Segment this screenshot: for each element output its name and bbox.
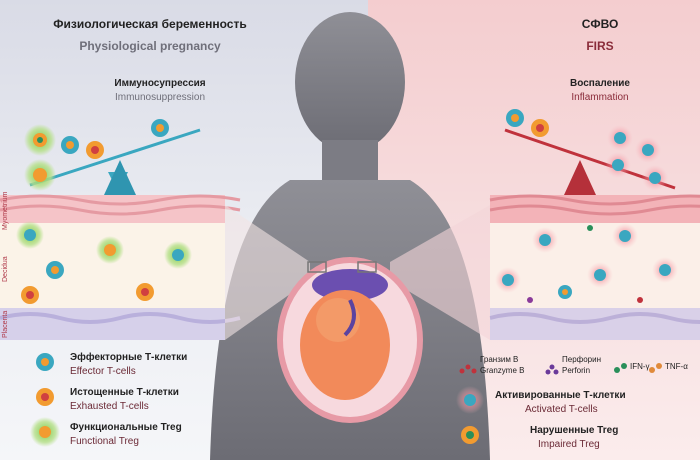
- right-title-en: FIRS: [586, 39, 614, 53]
- legend-impaired-en: Impaired Treg: [538, 439, 600, 450]
- zoom-beam-left: [225, 205, 310, 340]
- right-legend-icons: [456, 363, 662, 444]
- zoom-beam-right: [390, 205, 490, 340]
- right-cells: [495, 109, 678, 303]
- legend-effector-ru: Эффекторные Т-клетки: [70, 352, 188, 363]
- left-subtitle-ru: Иммуносупрессия: [114, 78, 206, 89]
- legend-exhausted-ru: Истощенные Т-клетки: [70, 387, 179, 398]
- legend-treg-en: Functional Treg: [70, 436, 139, 447]
- right-subtitle-en: Inflammation: [571, 92, 629, 103]
- legend-granzyme-en: Granzyme B: [480, 366, 525, 375]
- legend-granzyme-ru: Гранзим В: [480, 355, 519, 364]
- right-subtitle-ru: Воспаление: [570, 78, 630, 89]
- legend-effector-en: Effector T-cells: [70, 366, 136, 377]
- legend-perforin-ru: Перфорин: [562, 355, 602, 364]
- tissue-label-decidua: Decidua: [2, 256, 9, 282]
- legend-treg-ru: Функциональные Treg: [70, 422, 182, 433]
- legend-activated-ru: Активированные Т-клетки: [495, 390, 626, 401]
- legend-perforin-en: Perforin: [562, 366, 591, 375]
- tissue-label-myometrium: Myometrium: [2, 191, 9, 230]
- left-legend-icons: [30, 353, 60, 447]
- left-tissue: [0, 194, 241, 340]
- legend-exhausted-en: Exhausted T-cells: [70, 401, 149, 412]
- left-title-ru: Физиологическая беременность: [53, 17, 247, 31]
- left-subtitle-en: Immunosuppression: [114, 92, 206, 103]
- uterus: [277, 257, 423, 423]
- legend-activated-en: Activated T-cells: [525, 404, 598, 415]
- legend-tnf: TNF-α: [665, 362, 688, 371]
- legend-impaired-ru: Нарушенные Treg: [530, 425, 619, 436]
- left-title-en: Physiological pregnancy: [79, 39, 221, 53]
- left-seesaw: [29, 128, 201, 195]
- tissue-label-placenta: Placenta: [2, 310, 9, 338]
- right-title-ru: СФВО: [581, 17, 619, 31]
- legend-ifn: IFN-γ: [630, 362, 650, 371]
- left-cells: [16, 119, 192, 304]
